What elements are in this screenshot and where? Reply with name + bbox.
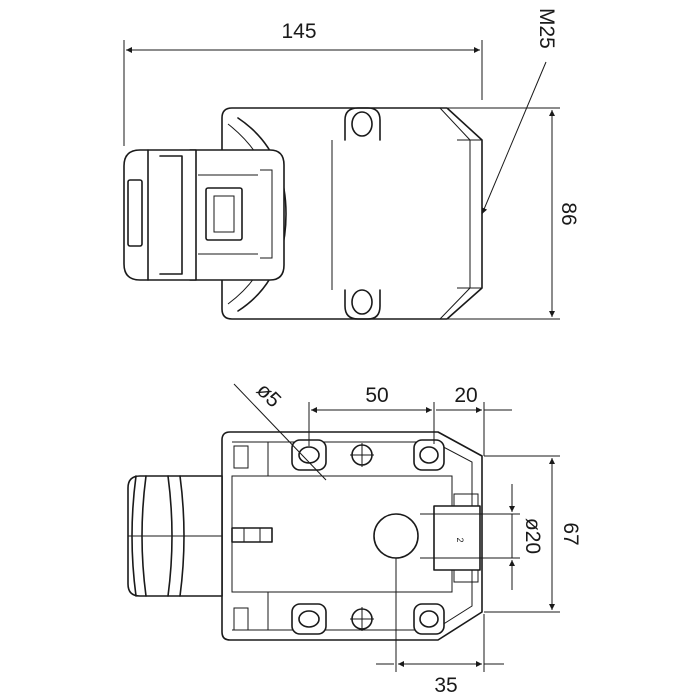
mounting-hole-bottom-right (413, 603, 445, 635)
dim-hole-offset: 20 (454, 384, 477, 407)
mounting-hole-top-right (413, 439, 445, 471)
plan-view: 2 ø5 50 20 67 ø20 (127, 379, 582, 697)
mounting-hole-top-center (350, 443, 374, 467)
dim-hole-spacing: 50 (365, 384, 388, 407)
dim-entry-offset: 35 (434, 674, 457, 697)
side-view: 145 M25 86 (123, 8, 580, 320)
dim-thread: M25 (535, 8, 558, 49)
dim-entry-diameter: ø20 (521, 518, 544, 554)
mounting-hole-bottom-left (291, 603, 327, 635)
dim-side-height: 86 (557, 202, 580, 225)
dim-body-height: 67 (559, 522, 582, 545)
mounting-hole-bottom-center (350, 607, 374, 631)
terminal-mark: 2 (455, 537, 465, 542)
dim-overall-length: 145 (281, 20, 316, 43)
